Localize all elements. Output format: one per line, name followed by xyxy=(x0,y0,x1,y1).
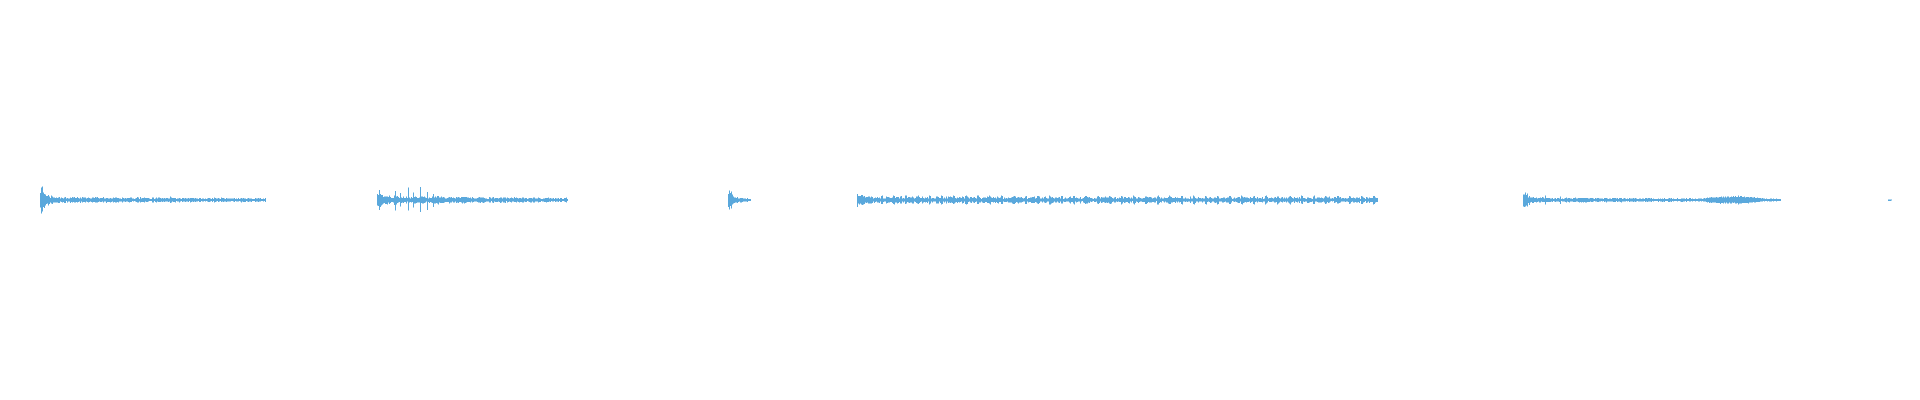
audio-clip-clip-5[interactable] xyxy=(1523,192,1781,207)
waveform-clip-5 xyxy=(1523,192,1781,207)
audio-clip-clip-2[interactable] xyxy=(377,187,568,213)
audio-clip-clip-1[interactable] xyxy=(40,186,266,214)
waveform-clip-2 xyxy=(377,187,568,213)
audio-clip-clip-3[interactable] xyxy=(728,190,751,210)
audio-clip-clip-6[interactable] xyxy=(1888,199,1892,201)
audio-clip-clip-4[interactable] xyxy=(857,194,1378,207)
